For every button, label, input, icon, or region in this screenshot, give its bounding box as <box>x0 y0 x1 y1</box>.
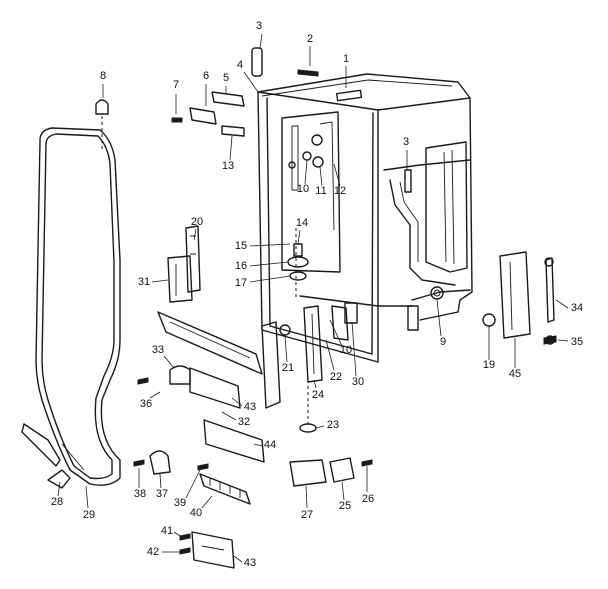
callout-18: 19 <box>483 359 495 371</box>
callout-16: 16 <box>235 260 247 272</box>
callout-20: 21 <box>282 362 294 374</box>
callout-9: 9 <box>440 336 446 348</box>
callout-15: 15 <box>235 240 247 252</box>
callout-4: 4 <box>237 59 243 71</box>
callouts: 3 2 1 8 7 6 5 4 13 3 10 11 12 20 14 15 1… <box>51 20 583 569</box>
door-gasket <box>21 127 121 489</box>
callout-3-side: 3 <box>403 136 409 148</box>
callout-35: 36 <box>140 398 152 410</box>
tub-body <box>257 73 473 363</box>
callout-21: 22 <box>330 371 342 383</box>
callout-8: 8 <box>100 70 106 82</box>
callout-43: 43 <box>244 401 256 413</box>
callout-30: 31 <box>138 276 150 288</box>
door-hardware <box>95 47 557 569</box>
callout-38: 39 <box>174 497 186 509</box>
callout-12: 12 <box>334 185 346 197</box>
callout-44: 44 <box>264 439 276 451</box>
callout-17: 17 <box>235 277 247 289</box>
callout-39: 40 <box>190 507 202 519</box>
callout-33: 34 <box>571 302 583 314</box>
callout-28: 29 <box>83 509 95 521</box>
callout-29: 30 <box>352 376 364 388</box>
callout-36: 37 <box>156 488 168 500</box>
callout-23: 24 <box>312 389 324 401</box>
callout-14: 13 <box>222 160 234 172</box>
callout-6: 6 <box>203 70 209 82</box>
callout-7: 7 <box>173 79 179 91</box>
callout-41: 42 <box>147 546 159 558</box>
callout-40: 41 <box>161 525 173 537</box>
callout-2: 2 <box>307 33 313 45</box>
callout-25: 26 <box>362 493 374 505</box>
callout-13: 14 <box>296 217 308 229</box>
callout-10-low: 10 <box>340 344 352 356</box>
callout-5: 5 <box>223 72 229 84</box>
callout-19: 20 <box>191 216 203 228</box>
callout-34: 35 <box>571 336 583 348</box>
callout-26: 27 <box>301 509 313 521</box>
callout-32: 33 <box>152 344 164 356</box>
callout-27: 28 <box>51 496 63 508</box>
callout-31: 32 <box>238 416 250 428</box>
callout-37: 38 <box>134 488 146 500</box>
callout-42: 43 <box>244 557 256 569</box>
callout-1: 1 <box>343 53 349 65</box>
assembly-lines <box>101 116 309 424</box>
callout-22: 23 <box>327 419 339 431</box>
callout-10-top: 10 <box>297 183 309 195</box>
callout-45: 45 <box>509 368 521 380</box>
callout-24: 25 <box>339 500 351 512</box>
callout-3-top: 3 <box>256 20 262 32</box>
callout-11: 11 <box>315 185 326 197</box>
